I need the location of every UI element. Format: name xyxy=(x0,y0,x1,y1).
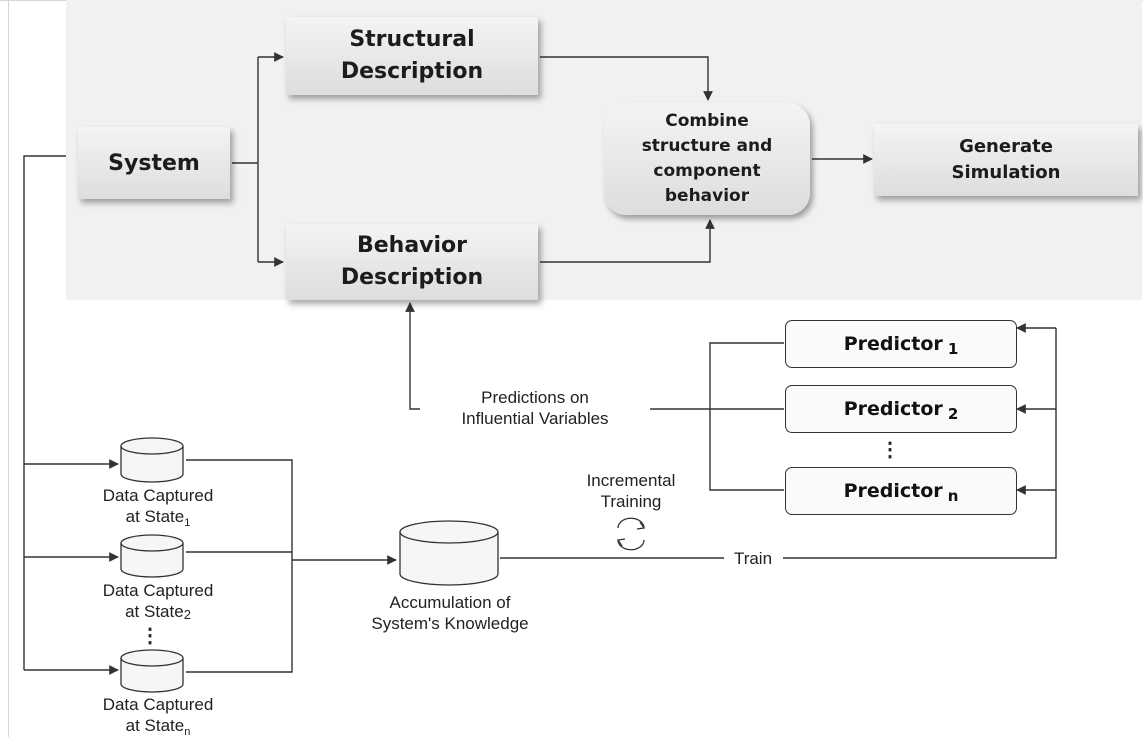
behavior-description-box: Behavior Description xyxy=(286,224,538,300)
combine-structure-behavior-box: Combine structure and component behavior xyxy=(604,103,810,215)
system-box: System xyxy=(78,127,230,199)
incremental-training-label: Incremental Training xyxy=(586,471,676,511)
data-state-n-label: Data Captured at Staten xyxy=(102,695,214,738)
data-state-1-label: Data Captured at State1 xyxy=(102,486,214,529)
arrow-predictions-to-behavior xyxy=(405,302,784,410)
arrow-behavior-to-combine xyxy=(540,219,715,263)
accumulation-label: Accumulation of System's Knowledge xyxy=(371,593,529,633)
arrow-structural-to-combine xyxy=(540,56,713,101)
predictions-label: Predictions on Influential Variables xyxy=(420,387,650,429)
predictor-ellipsis: ⋮ xyxy=(880,439,900,461)
generate-simulation-box: Generate Simulation xyxy=(874,124,1138,196)
data-state-ellipsis: ⋮ xyxy=(140,625,160,647)
structural-description-box: Structural Description xyxy=(286,17,538,95)
data-collect-bracket xyxy=(186,459,293,673)
predictor-output-bracket xyxy=(709,342,784,491)
frame-left-border xyxy=(8,0,9,737)
train-line-right xyxy=(783,328,1057,559)
data-state-2-label: Data Captured at State2 xyxy=(102,581,214,622)
system-left-rail xyxy=(23,155,66,670)
train-label: Train xyxy=(724,548,782,569)
